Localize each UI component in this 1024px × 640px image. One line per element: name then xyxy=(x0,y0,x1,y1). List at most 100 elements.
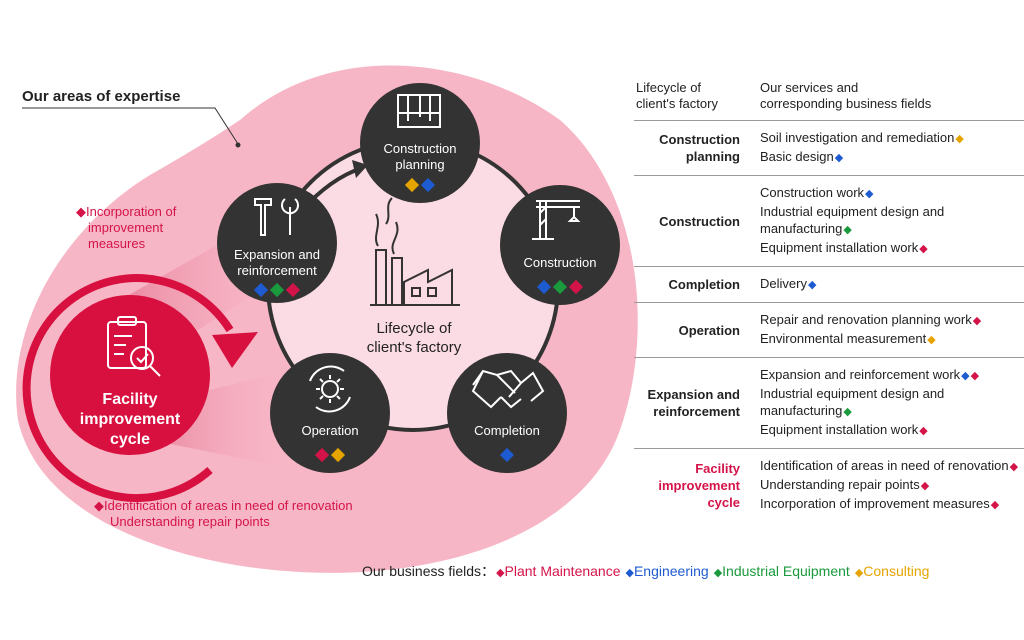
legend-label: Engineering xyxy=(633,563,709,579)
field-diamond-pm xyxy=(314,447,330,463)
facility-label-line2: improvement xyxy=(80,411,181,428)
field-diamond-en: ◆ xyxy=(834,152,844,164)
service-item: Construction work◆ xyxy=(760,184,1024,203)
field-diamond-pm: ◆ xyxy=(920,480,930,492)
table-header: Lifecycle of client's factory Our servic… xyxy=(634,80,1024,120)
gear-cycle-icon xyxy=(309,365,351,413)
header-lifecycle-line2: client's factory xyxy=(636,96,718,111)
stage-cell: Completion xyxy=(634,276,750,293)
crane-icon xyxy=(532,200,581,240)
service-text: Environmental measurement xyxy=(760,331,927,346)
tools-icon xyxy=(254,198,299,236)
expertise-label: Our areas of expertise xyxy=(22,88,180,105)
header-lifecycle-line1: Lifecycle of xyxy=(636,80,702,95)
stage-name-line: Construction xyxy=(659,132,740,147)
handshake-icon xyxy=(471,369,545,409)
stage-name-line: planning xyxy=(685,149,740,164)
header-services: Our services and corresponding business … xyxy=(750,80,1024,112)
field-diamond-ie xyxy=(552,279,568,295)
stage-name-line: Operation xyxy=(678,322,740,338)
service-text: Equipment installation work xyxy=(760,422,919,437)
stage-name-line: Construction xyxy=(659,213,740,229)
beam-lower xyxy=(150,370,300,470)
facility-circle xyxy=(50,295,210,455)
stage-node-expansion: Expansion and reinforcement xyxy=(217,183,337,303)
services-cell: Expansion and reinforcement work◆◆Indust… xyxy=(750,358,1024,448)
table-body: Construction planning Soil investigation a… xyxy=(634,120,1024,522)
services-cell: Identification of areas in need of renov… xyxy=(750,449,1024,522)
clipboard-search-icon xyxy=(107,316,161,377)
service-text: Basic design xyxy=(760,149,834,164)
services-cell: Soil investigation and remediation◆Basic… xyxy=(750,121,1024,175)
legend-item-ie: ◆Industrial Equipment xyxy=(713,563,850,579)
service-item: Soil investigation and remediation◆ xyxy=(760,129,1024,148)
field-diamond-ie: ◆ xyxy=(713,567,723,579)
service-text: Industrial equipment design and manufact… xyxy=(760,204,945,236)
stage-label-line1: Construction xyxy=(524,255,597,270)
field-diamond-co: ◆ xyxy=(955,133,964,145)
center-label-line1: Lifecycle of xyxy=(376,320,452,337)
blueprint-icon xyxy=(397,94,441,128)
field-diamond-en: ◆ xyxy=(807,279,817,291)
legend-label: Consulting xyxy=(863,563,930,579)
field-diamond-co xyxy=(404,177,420,193)
center-label-line2: client's factory xyxy=(367,339,462,356)
service-text: Understanding repair points xyxy=(760,477,920,492)
field-diamond-en xyxy=(499,447,515,463)
stage-cell: Construction planning xyxy=(634,131,750,165)
service-text: Soil investigation and remediation xyxy=(760,130,955,145)
facility-cycle-ring xyxy=(22,274,234,503)
field-diamond-en xyxy=(536,279,552,295)
legend-label: Industrial Equipment xyxy=(722,563,850,579)
legend-label: Plant Maintenance xyxy=(504,563,621,579)
stage-label-line1: Operation xyxy=(301,423,358,438)
service-item: Identification of areas in need of renov… xyxy=(760,457,1024,476)
field-diamond-pm: ◆ xyxy=(970,370,980,382)
stage-node-construction: Construction xyxy=(500,185,620,305)
stage-label-line1: Expansion and xyxy=(234,247,320,262)
field-diamond-en: ◆ xyxy=(865,188,874,200)
business-fields-legend: Our business fields：◆Plant Maintenance◆E… xyxy=(362,561,933,581)
table-row: Construction Construction work◆Industrial… xyxy=(634,175,1024,266)
service-item: Repair and renovation planning work◆ xyxy=(760,311,1024,330)
table-row: Operation Repair and renovation planning … xyxy=(634,302,1024,357)
legend-item-en: ◆Engineering xyxy=(625,563,709,579)
field-diamond-ie xyxy=(269,282,285,298)
service-item: Environmental measurement◆ xyxy=(760,330,1024,349)
stage-label-line2: reinforcement xyxy=(237,263,317,278)
field-diamond-pm: ◆ xyxy=(919,425,928,437)
stage-node-completion: Completion xyxy=(447,353,567,473)
stage-cell: Construction xyxy=(634,213,750,230)
header-services-line2: corresponding business fields xyxy=(760,96,932,111)
stage-name-line: improvement xyxy=(658,478,740,493)
identification-label-line1: ◆Identification of areas in need of reno… xyxy=(94,498,353,513)
service-text: Incorporation of improvement measures xyxy=(760,496,990,511)
stage-name-line: cycle xyxy=(707,495,740,510)
table-row: Completion Delivery◆ xyxy=(634,266,1024,302)
field-diamond-ie: ◆ xyxy=(843,224,852,236)
service-text: Repair and renovation planning work xyxy=(760,312,972,327)
stage-name-line: Completion xyxy=(668,277,741,292)
services-cell: Construction work◆Industrial equipment d… xyxy=(750,176,1024,266)
incorporation-label-line1: ◆Incorporation of xyxy=(76,204,177,219)
services-cell: Delivery◆ xyxy=(750,267,1024,302)
field-diamond-pm: ◆ xyxy=(919,243,928,255)
facility-label-line1: Facility xyxy=(102,391,157,408)
stage-name-line: reinforcement xyxy=(653,404,740,419)
field-diamond-pm: ◆ xyxy=(990,499,1000,511)
service-item: Industrial equipment design and manufact… xyxy=(760,385,1024,421)
facility-cycle-arrowhead xyxy=(212,332,258,368)
header-services-line1: Our services and xyxy=(760,80,859,95)
stage-label-line1: Completion xyxy=(474,423,540,438)
field-diamond-co: ◆ xyxy=(854,567,864,579)
service-text: Equipment installation work xyxy=(760,240,919,255)
service-item: Industrial equipment design and manufact… xyxy=(760,203,1024,239)
stage-label-line2: planning xyxy=(395,157,444,172)
services-table: Lifecycle of client's factory Our servic… xyxy=(634,80,1024,522)
field-diamond-en: ◆ xyxy=(625,567,634,579)
service-text: Industrial equipment design and manufact… xyxy=(760,386,945,418)
